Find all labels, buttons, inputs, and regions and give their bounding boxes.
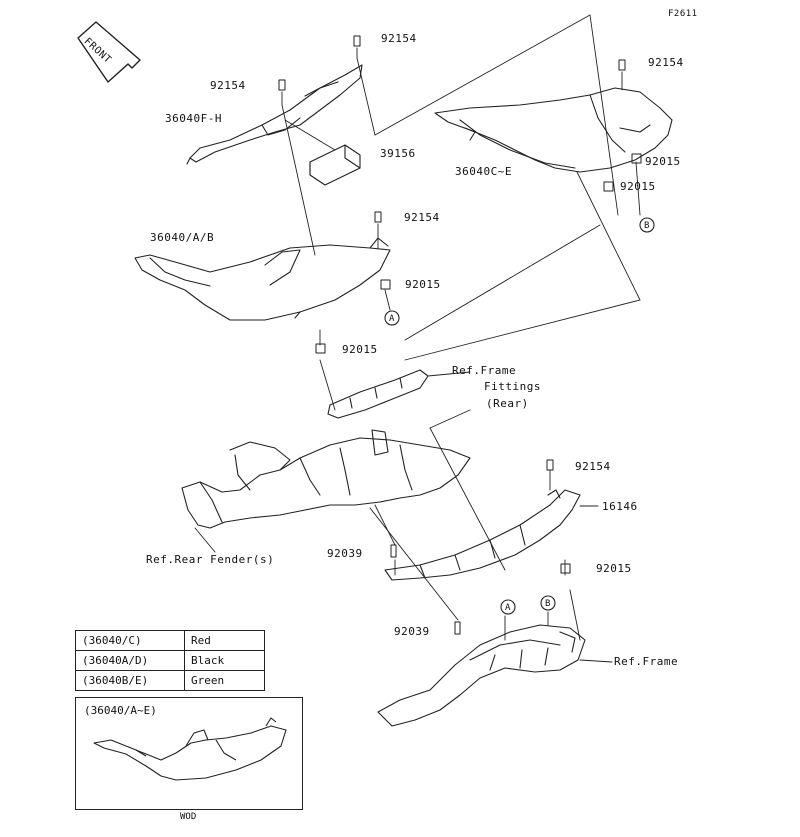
legend-row: (36040A/D) Black [75,650,265,671]
legend-code: (36040/C) [75,630,185,651]
label-36040ab: 36040/A/B [150,231,215,244]
legend-code: (36040A/D) [75,650,185,671]
label-ref-frame-1: Ref.Frame [452,364,517,377]
variant-caption: WOD [180,812,197,822]
label-92015-low: 92015 [342,343,378,356]
variant-inset: (36040/A~E) [75,697,303,810]
marker-a-2: A [505,603,511,613]
label-92154-mid: 92154 [404,211,440,224]
label-36040ce: 36040C~E [455,165,512,178]
legend-color: Green [184,670,265,691]
label-92039-b: 92039 [394,625,430,638]
frame-bracket-shape [327,369,429,419]
marker-b-1: B [644,221,650,231]
part-36040fh-shape [186,64,363,165]
label-92015-mid: 92015 [405,278,441,291]
fasteners [278,35,642,635]
label-92154-top: 92154 [381,32,417,45]
label-92154-left: 92154 [210,79,246,92]
label-92154-low: 92154 [575,460,611,473]
reference-markers [384,217,655,615]
variant-label: (36040/A~E) [84,704,157,717]
label-92154-right: 92154 [648,56,684,69]
label-ref-frame-2: Ref.Frame [614,655,679,668]
color-legend: (36040/C) Red (36040A/D) Black (36040B/E… [75,630,265,691]
legend-row: (36040B/E) Green [75,670,265,691]
legend-color: Red [184,630,265,651]
legend-row: (36040/C) Red [75,630,265,651]
label-fittings: Fittings [484,380,541,393]
marker-b-2: B [545,599,551,609]
part-36040ce-shape [434,87,673,173]
label-92015-bottom: 92015 [596,562,632,575]
label-rear: (Rear) [486,397,529,410]
part-39156-shape [309,144,361,186]
figure-code: F2611 [668,9,698,19]
part-16146-shape [384,489,581,581]
rear-fender-shape [181,429,471,529]
label-92015-r1: 92015 [645,155,681,168]
label-92039-a: 92039 [327,547,363,560]
marker-a-1: A [389,314,395,324]
legend-color: Black [184,650,265,671]
variant-part-shape [93,717,287,781]
label-92015-r2: 92015 [620,180,656,193]
label-36040fh: 36040F-H [165,112,222,125]
legend-code: (36040B/E) [75,670,185,691]
label-39156: 39156 [380,147,416,160]
label-16146: 16146 [602,500,638,513]
label-ref-rear-fender: Ref.Rear Fender(s) [146,553,275,566]
seat-pan-shape [377,624,586,727]
front-direction-arrow [77,21,141,83]
part-36040ab-shape [134,237,391,321]
leader-lines [194,14,641,663]
